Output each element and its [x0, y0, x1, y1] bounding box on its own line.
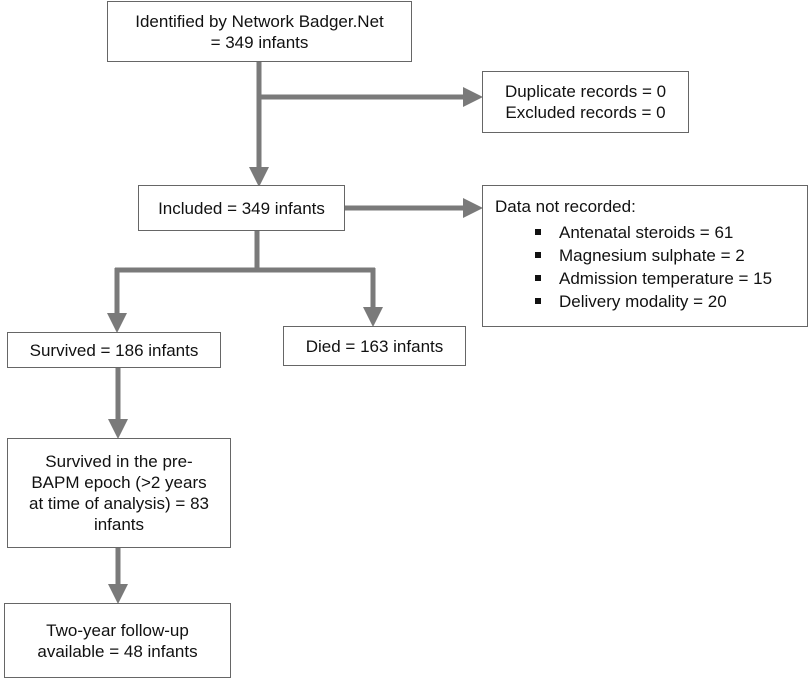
follow-up-line-2: available = 48 infants [37, 641, 198, 661]
box-exclusions: Duplicate records = 0 Excluded records =… [482, 71, 689, 133]
box-two-year-follow-up: Two-year follow-up available = 48 infant… [4, 603, 231, 678]
list-item: Magnesium sulphate = 2 [535, 244, 807, 267]
included-count: Included = 349 infants [158, 198, 325, 218]
data-not-recorded-title: Data not recorded: [495, 197, 636, 216]
duplicate-records: Duplicate records = 0 [504, 82, 667, 101]
follow-up-line-1: Two-year follow-up [46, 620, 189, 640]
pre-bapm-line-1: Survived in the pre- [45, 452, 193, 471]
list-item: Antenatal steroids = 61 [535, 221, 807, 244]
died-count: Died = 163 infants [305, 336, 444, 356]
list-item: Delivery modality = 20 [535, 290, 807, 313]
box-identified: Identified by Network Badger.Net = 349 i… [107, 1, 412, 62]
identified-line-1: Identified by Network Badger.Net [135, 11, 384, 31]
pre-bapm-line-3: at time of analysis) = 83 [28, 494, 209, 513]
excluded-records: Excluded records = 0 [505, 103, 666, 122]
list-item: Admission temperature = 15 [535, 267, 807, 290]
box-data-not-recorded: Data not recorded: Antenatal steroids = … [482, 185, 808, 327]
box-survived: Survived = 186 infants [7, 332, 221, 368]
pre-bapm-line-4: infants [93, 515, 145, 534]
pre-bapm-line-2: BAPM epoch (>2 years [31, 473, 207, 492]
survived-count: Survived = 186 infants [29, 340, 199, 360]
identified-line-2: = 349 infants [210, 32, 309, 52]
box-pre-bapm-survivors: Survived in the pre- BAPM epoch (>2 year… [7, 438, 231, 548]
box-included: Included = 349 infants [138, 185, 345, 231]
box-died: Died = 163 infants [283, 326, 466, 366]
data-not-recorded-list: Antenatal steroids = 61 Magnesium sulpha… [495, 221, 807, 313]
